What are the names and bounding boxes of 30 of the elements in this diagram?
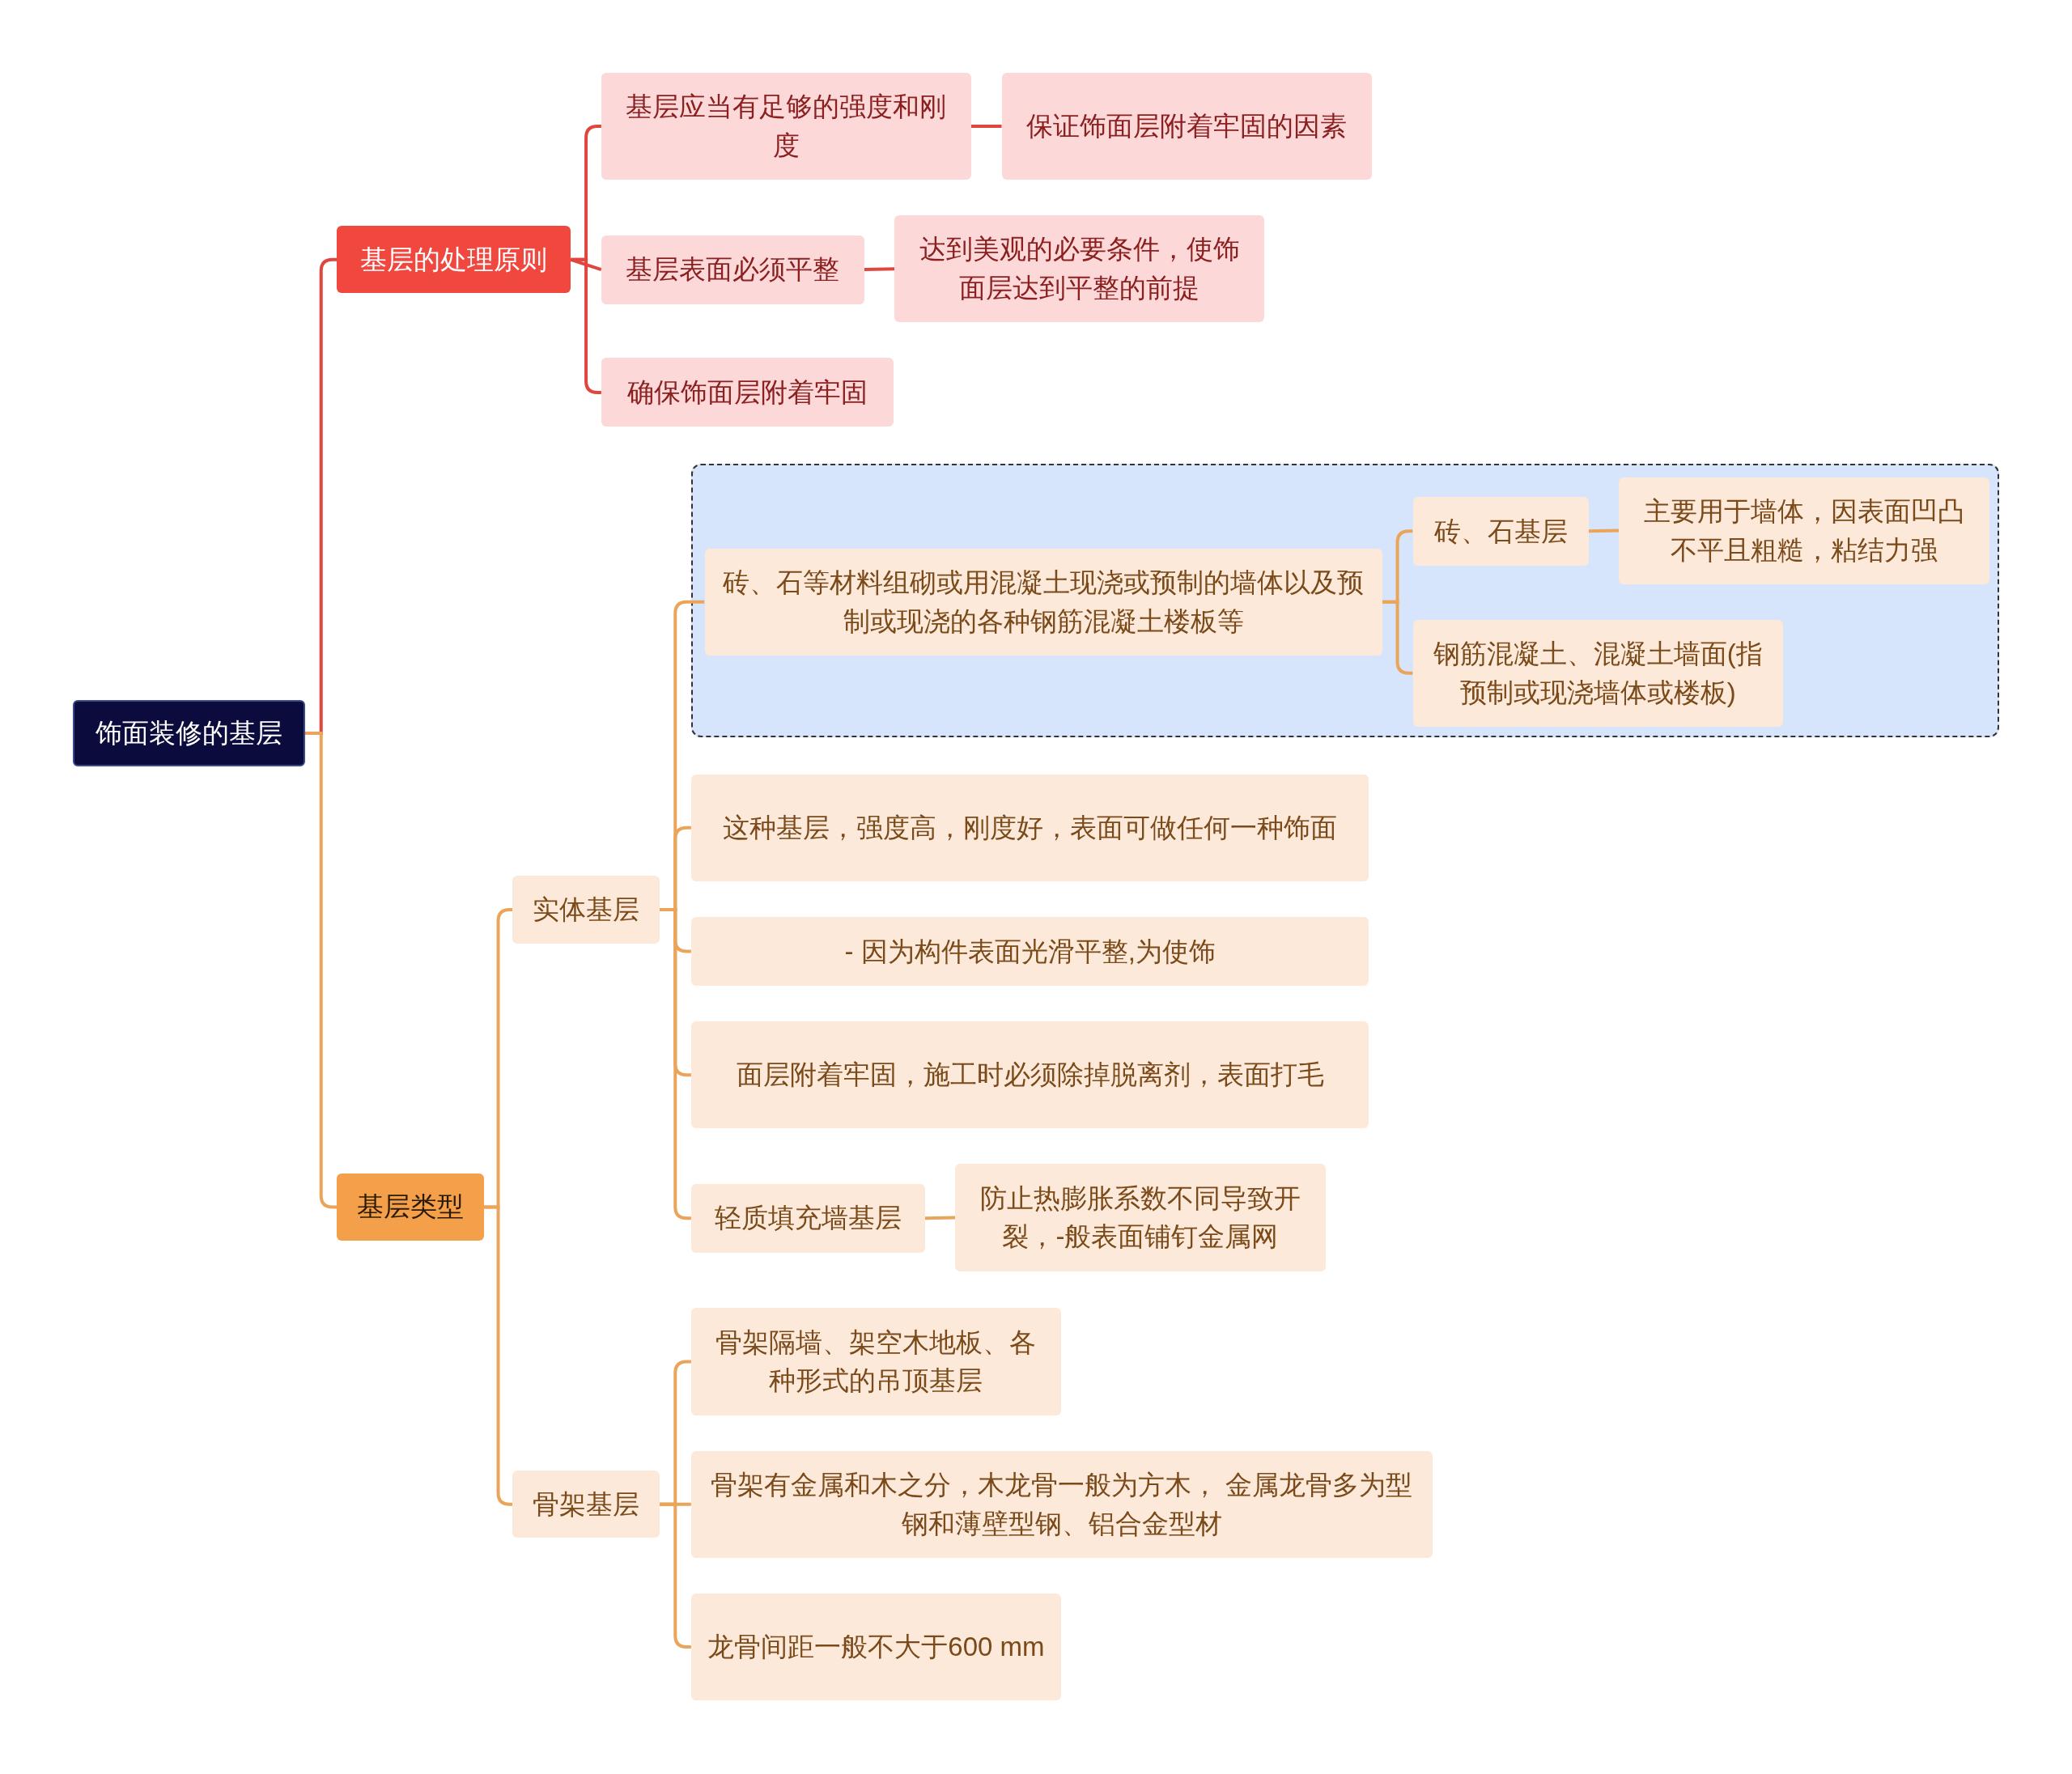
subtopic: 骨架基层 bbox=[512, 1471, 660, 1538]
connector-line bbox=[659, 1502, 691, 1649]
main-topic: 基层的处理原则 bbox=[337, 226, 571, 294]
subtopic: 砖、石基层 bbox=[1412, 497, 1589, 567]
subtopic: 基层应当有足够的强度和刚度 bbox=[601, 72, 971, 180]
subtopic: 这种基层，强度高，刚度好，表面可做任何一种饰面 bbox=[690, 774, 1369, 881]
connector-line bbox=[864, 267, 895, 272]
subtopic: 达到美观的必要条件，使饰面层达到平整的前提 bbox=[894, 215, 1265, 323]
root-topic: 饰面装修的基层 bbox=[72, 700, 306, 766]
subtopic: 防止热膨胀系数不同导致开裂，-般表面铺钉金属网 bbox=[955, 1164, 1326, 1271]
group-boundary bbox=[690, 464, 2000, 737]
subtopic: 基层表面必须平整 bbox=[601, 235, 864, 304]
subtopic: 骨架有金属和木之分，木龙骨一般为方木， 金属龙骨多为型钢和薄壁型钢、铝合金型材 bbox=[690, 1450, 1433, 1558]
subtopic: 钢筋混凝土、混凝土墙面(指预制或现浇墙体或楼板) bbox=[1412, 620, 1783, 728]
subtopic: 砖、石等材料组砌或用混凝土现浇或预制的墙体以及预制或现浇的各种钢筋混凝土楼板等 bbox=[704, 548, 1383, 656]
subtopic: 面层附着牢固，施工时必须除掉脱离剂，表面打毛 bbox=[690, 1021, 1369, 1129]
subtopic: 轻质填充墙基层 bbox=[690, 1183, 925, 1253]
subtopic: - 因为构件表面光滑平整,为使饰 bbox=[690, 917, 1369, 986]
subtopic: 骨架隔墙、架空木地板、各种形式的吊顶基层 bbox=[690, 1308, 1061, 1415]
subtopic: 保证饰面层附着牢固的因素 bbox=[1001, 72, 1372, 180]
connector-line bbox=[971, 124, 1002, 128]
subtopic: 确保饰面层附着牢固 bbox=[601, 358, 894, 427]
main-topic: 基层类型 bbox=[337, 1173, 484, 1241]
connector-line bbox=[1382, 600, 1413, 675]
subtopic: 主要用于墙体，因表面凹凸不平且粗糙，粘结力强 bbox=[1619, 477, 1989, 584]
connector-line bbox=[659, 908, 691, 1220]
connector-line bbox=[1588, 528, 1620, 533]
subtopic: 龙骨间距一般不大于600 mm bbox=[690, 1593, 1061, 1701]
subtopic: 实体基层 bbox=[512, 876, 660, 944]
connector-line bbox=[924, 1216, 956, 1220]
